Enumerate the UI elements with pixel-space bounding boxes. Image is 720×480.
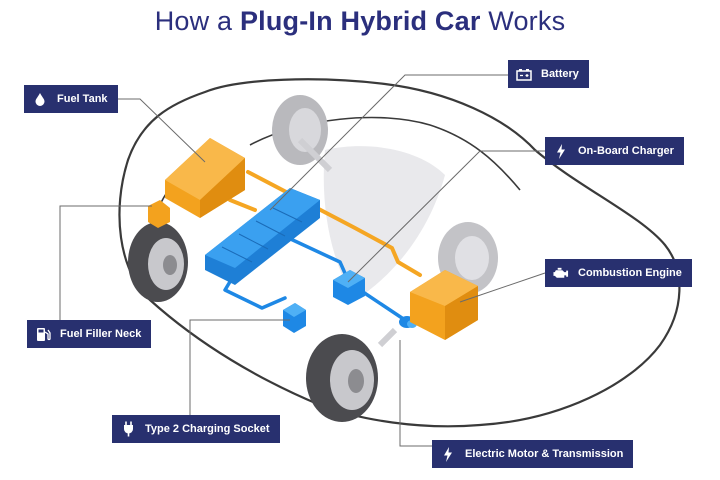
lightning-icon bbox=[553, 143, 569, 159]
onboard-charger-part bbox=[333, 270, 365, 305]
label-battery-text: Battery bbox=[541, 68, 579, 80]
label-combustion-engine-text: Combustion Engine bbox=[578, 267, 682, 279]
label-fuel-tank-text: Fuel Tank bbox=[57, 93, 108, 105]
fuel-filler-neck-part bbox=[148, 200, 170, 228]
charging-socket-part bbox=[283, 303, 306, 333]
title-prefix: How a bbox=[154, 6, 233, 36]
rear-axle bbox=[297, 137, 333, 173]
front-axle bbox=[377, 327, 398, 348]
title-bold: Plug-In Hybrid Car bbox=[239, 6, 481, 36]
label-fuel-tank: Fuel Tank bbox=[24, 85, 118, 113]
label-motor-transmission-text: Electric Motor & Transmission bbox=[465, 448, 624, 460]
drop-icon bbox=[32, 91, 48, 107]
leader-lines bbox=[59, 74, 546, 447]
label-fuel-filler-neck-text: Fuel Filler Neck bbox=[60, 328, 142, 340]
label-charging-socket-text: Type 2 Charging Socket bbox=[145, 423, 270, 435]
label-onboard-charger-text: On-Board Charger bbox=[578, 145, 674, 157]
plug-icon bbox=[120, 421, 136, 437]
label-charging-socket: Type 2 Charging Socket bbox=[112, 415, 280, 443]
battery-icon bbox=[516, 66, 532, 82]
label-battery: Battery bbox=[508, 60, 589, 88]
battery-pack bbox=[205, 188, 320, 285]
label-motor-transmission: Electric Motor & Transmission bbox=[432, 440, 634, 468]
lightning-icon bbox=[440, 446, 456, 462]
front-left-wheel bbox=[128, 222, 188, 302]
combustion-engine-part bbox=[410, 270, 478, 340]
windshield-shading bbox=[323, 146, 445, 300]
rear-right-wheel bbox=[306, 334, 378, 422]
fuel-tank bbox=[165, 138, 245, 218]
page-title: How a Plug-In Hybrid Car Works bbox=[0, 6, 720, 37]
label-combustion-engine: Combustion Engine bbox=[545, 259, 692, 287]
label-onboard-charger: On-Board Charger bbox=[545, 137, 684, 165]
label-fuel-filler-neck: Fuel Filler Neck bbox=[27, 320, 152, 348]
title-suffix: Works bbox=[488, 6, 566, 36]
fuel-pump-icon bbox=[35, 326, 51, 342]
engine-icon bbox=[553, 265, 569, 281]
rear-left-wheel bbox=[272, 95, 328, 165]
